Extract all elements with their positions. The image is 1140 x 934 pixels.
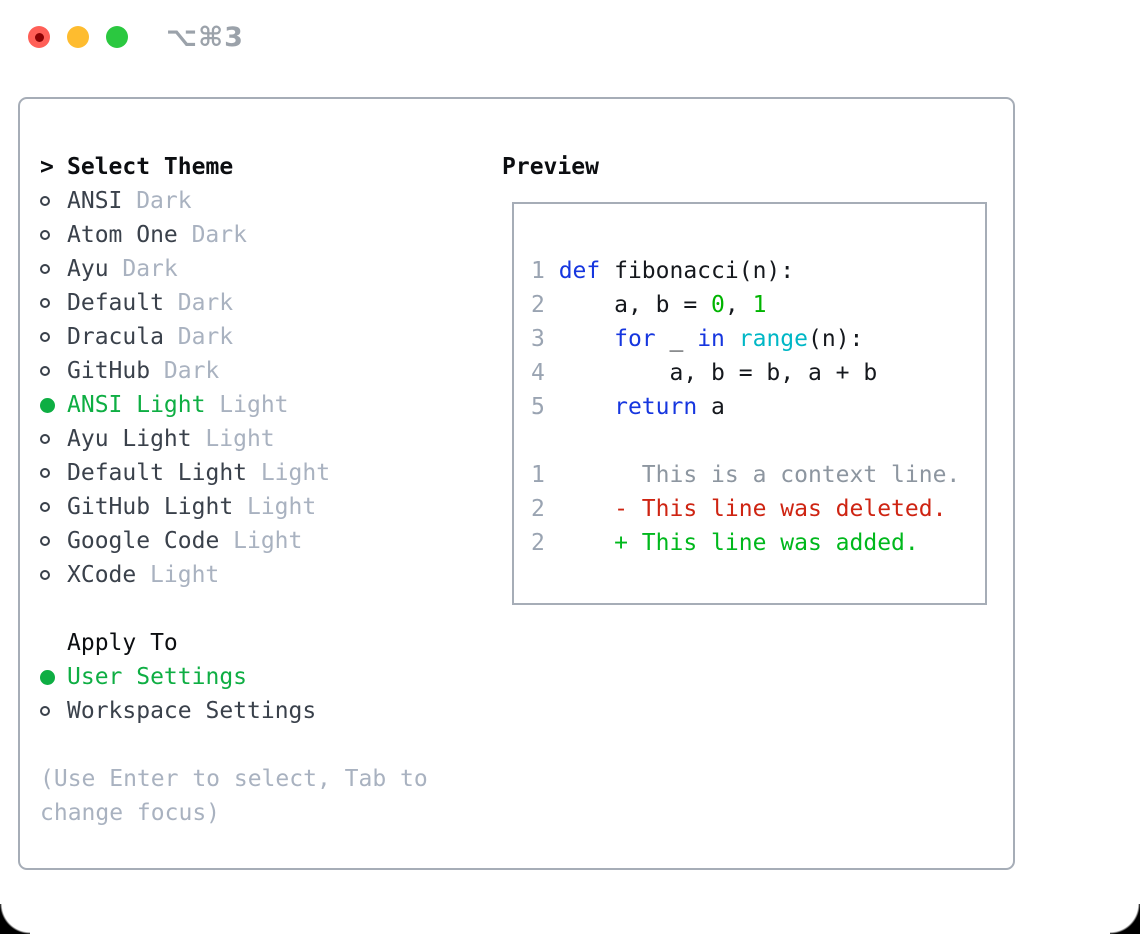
theme-option[interactable]: XCode Light [40,558,428,592]
radio-circle-icon [40,196,50,206]
apply-to-title: Apply To [67,630,178,656]
code-line: 2 + This line was added. [531,530,919,556]
theme-option[interactable]: ANSI Dark [40,184,428,218]
theme-name: ANSI Light [67,392,206,418]
theme-name: Default [67,290,164,316]
theme-picker-panel: > Select Theme ANSI Dark Atom One Dark A… [18,97,1015,870]
hint-line: (Use Enter to select, Tab to [40,766,428,792]
theme-variant: Dark [191,222,247,248]
spacer [40,728,428,762]
close-button[interactable] [28,26,50,48]
theme-option[interactable]: Default Light Light [40,456,428,490]
theme-name: Atom One [67,222,178,248]
line-number: 4 [531,360,559,386]
line-number: 1 [531,462,559,488]
theme-variant: Light [260,460,331,486]
radio-circle-icon [40,468,50,478]
theme-name: GitHub Light [67,494,234,520]
apply-to-list: User Settings Workspace Settings [40,660,428,728]
minimize-button[interactable] [67,26,89,48]
theme-option[interactable]: Dracula Dark [40,320,428,354]
radio-circle-icon [40,502,50,512]
hint-text: (Use Enter to select, Tab to change focus… [40,762,428,830]
code-line: 5 return a [531,394,725,420]
traffic-lights [28,26,128,48]
code-line [531,424,985,458]
theme-variant: Light [246,494,317,520]
radio-circle-icon [40,298,50,308]
theme-name: Dracula [67,324,164,350]
theme-option[interactable]: GitHub Light Light [40,490,428,524]
theme-variant: Light [219,392,289,418]
theme-name: Ayu [67,256,109,282]
line-number: 2 [531,292,559,318]
spacer [40,592,428,626]
code-line: 1 This is a context line. [531,462,961,488]
theme-name: Default Light [67,460,248,486]
line-number: 5 [531,394,559,420]
theme-variant: Dark [177,290,234,316]
theme-name: ANSI [67,188,123,214]
line-number: 3 [531,326,559,352]
apply-option-label: Workspace Settings [67,698,317,724]
apply-option-label: User Settings [67,664,248,690]
theme-list: ANSI Dark Atom One Dark Ayu Dark Default… [40,184,428,592]
window-titlebar: ⌥⌘3 [0,0,1140,97]
theme-name: XCode [67,562,137,588]
radio-circle-icon [40,434,50,444]
radio-circle-icon [40,536,50,546]
preview-code: 1 def fibonacci(n): 2 a, b = 0, 1 3 for _ … [512,202,987,605]
theme-name: GitHub [67,358,151,384]
left-column: > Select Theme ANSI Dark Atom One Dark A… [40,150,428,830]
line-number: 2 [531,530,559,556]
theme-option[interactable]: Ayu Light Light [40,422,428,456]
close-button-dot [34,32,44,42]
radio-circle-icon [40,264,50,274]
code-line: 2 - This line was deleted. [531,496,947,522]
theme-option[interactable]: Ayu Dark [40,252,428,286]
radio-circle-icon [40,230,50,240]
theme-variant: Dark [136,188,192,214]
code-line: 3 for _ in range(n): [531,326,864,352]
radio-circle-icon [40,570,50,580]
radio-circle-icon [40,366,50,376]
line-number: 2 [531,496,559,522]
theme-variant: Light [150,562,220,588]
radio-circle-icon [40,669,55,685]
theme-variant: Dark [177,324,234,350]
theme-option[interactable]: Default Dark [40,286,428,320]
preview-title: Preview [502,154,599,180]
code-line: 2 a, b = 0, 1 [531,292,767,318]
theme-variant: Dark [122,256,178,282]
theme-option[interactable]: GitHub Dark [40,354,428,388]
selection-cursor: > [40,154,54,180]
code-line: 4 a, b = b, a + b [531,360,878,386]
theme-variant: Dark [163,358,220,384]
rounded-corner-bottom-left [0,904,30,934]
select-theme-header: > Select Theme [40,150,428,184]
apply-to-header: Apply To [40,626,428,660]
code-line: 1 def fibonacci(n): [531,258,795,284]
select-theme-title: Select Theme [67,154,234,180]
theme-name: Google Code [67,528,220,554]
theme-option[interactable]: ANSI Light Light [40,388,428,422]
line-number: 1 [531,258,559,284]
zoom-button[interactable] [106,26,128,48]
rounded-corner-bottom-right [1110,904,1140,934]
window-shortcut-label: ⌥⌘3 [166,22,244,53]
apply-to-option[interactable]: Workspace Settings [40,694,428,728]
theme-option[interactable]: Google Code Light [40,524,428,558]
theme-option[interactable]: Atom One Dark [40,218,428,252]
theme-variant: Light [205,426,275,452]
radio-circle-icon [40,397,55,413]
theme-name: Ayu Light [67,426,192,452]
apply-to-option[interactable]: User Settings [40,660,428,694]
hint-line: change focus) [40,800,221,826]
theme-variant: Light [233,528,303,554]
radio-circle-icon [40,332,50,342]
radio-circle-icon [40,706,50,716]
